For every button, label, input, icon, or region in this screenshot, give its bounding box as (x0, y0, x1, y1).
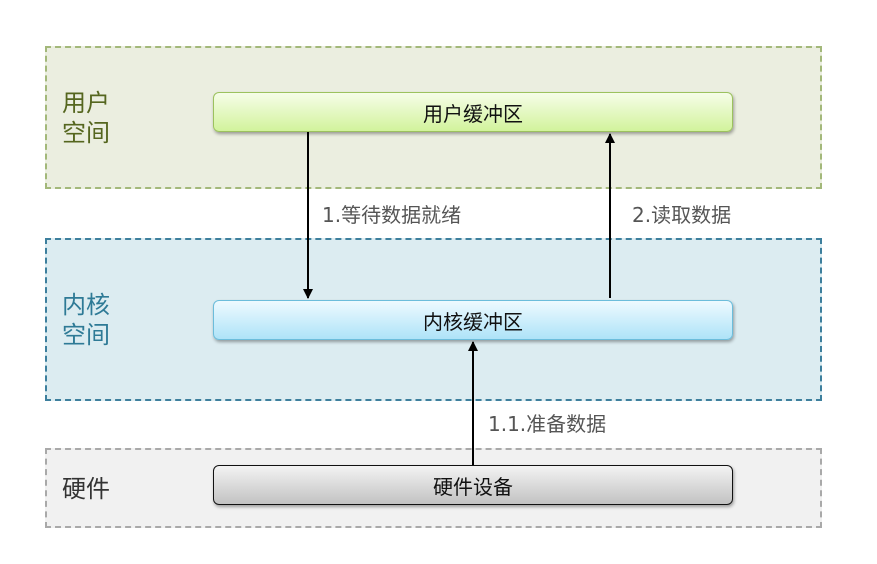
step-wait-for-data-label: 1.等待数据就绪 (322, 202, 462, 228)
hardware-device-box: 硬件设备 (213, 465, 733, 505)
user-buffer-label: 用户缓冲区 (423, 101, 523, 126)
hardware-device-label: 硬件设备 (433, 474, 513, 499)
user-space-label: 用户 空间 (62, 89, 110, 147)
kernel-buffer-box: 内核缓冲区 (213, 300, 733, 340)
hardware-label: 硬件 (62, 475, 110, 503)
kernel-buffer-label: 内核缓冲区 (423, 309, 523, 334)
user-buffer-box: 用户缓冲区 (213, 92, 733, 132)
step-prepare-data-label: 1.1.准备数据 (488, 411, 607, 437)
step-read-data-label: 2.读取数据 (632, 202, 732, 228)
kernel-space-label: 内核 空间 (62, 291, 110, 349)
